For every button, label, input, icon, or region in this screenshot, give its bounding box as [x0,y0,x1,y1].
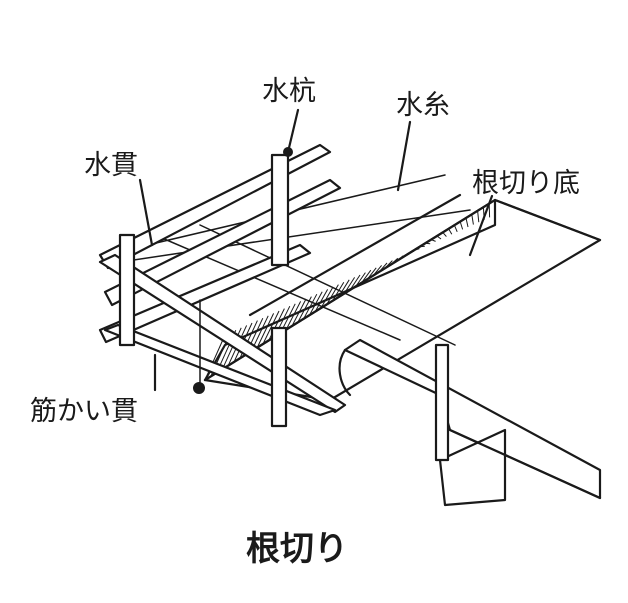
hatch-line [337,279,350,298]
hatch-line [314,289,329,312]
label-mizuito: 水糸 [396,90,450,121]
label-mizunuki: 水貫 [84,150,138,181]
hatch-line [262,310,280,345]
level-string-2 [119,209,471,263]
hatch-line [459,221,464,230]
hatch-line [355,272,366,287]
stake-left [118,233,136,347]
hatch-line [343,277,356,294]
plumb-bob [193,299,205,394]
hatch-line [285,301,302,330]
leader-mizunuki [138,178,154,247]
stakes [118,147,450,462]
near-ground-block [338,338,602,507]
hatch-line [291,298,307,327]
label-sujikai-nuki: 筋かい貫 [30,396,138,427]
leader-lines [138,108,494,392]
stake-front [270,326,288,428]
figure-caption: 根切り [246,529,348,569]
ground-block-side [448,428,602,500]
hatch-line [256,313,275,348]
label-negiri-zoko: 根切り底 [472,168,580,199]
plumb-bob-weight [193,382,205,394]
stake-center [270,153,290,267]
leader-mizuito [396,120,412,192]
hatch-line [349,274,361,291]
trench-far-edge [203,198,602,382]
hatch-line [465,217,469,228]
hatch-line [332,281,345,302]
hatch-line [477,210,480,223]
batter-board-bottom [98,243,312,344]
leader-mizukui [286,108,300,154]
hatch-line [303,293,318,320]
hatch-line [320,286,334,309]
hatch-line [453,225,458,232]
level-string-3 [199,224,456,346]
ground-block-edge [338,348,352,397]
hatch-line [471,214,474,225]
leader-negiri-zoko [468,194,494,257]
hatch-line [204,334,226,381]
hatch-line [326,284,339,305]
stake-right [434,343,450,462]
label-mizukui: 水杭 [262,76,316,107]
trench-far-wall-top [248,193,462,317]
